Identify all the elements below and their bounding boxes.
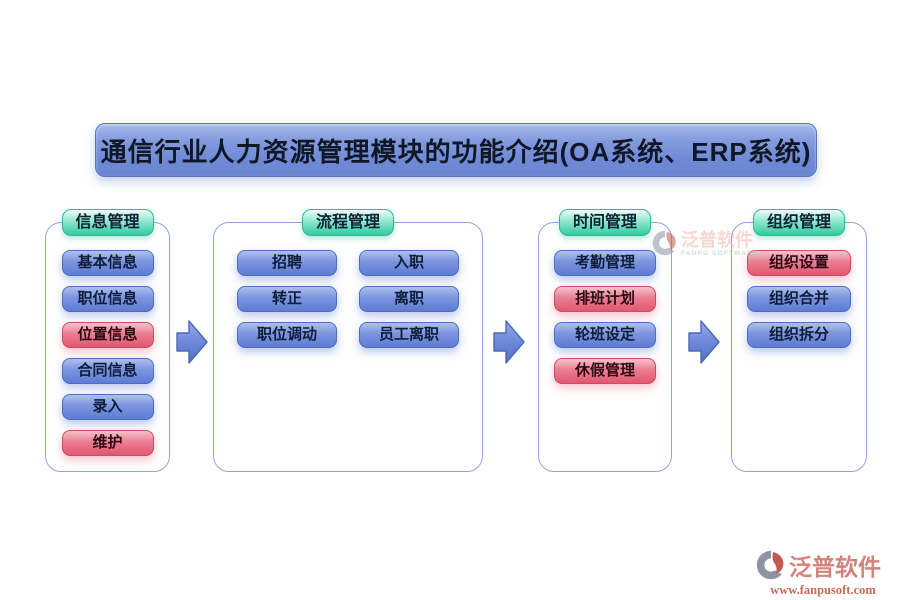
module-pill: 维护 (61, 430, 154, 456)
module-pill: 考勤管理 (554, 250, 656, 276)
watermark-footer: 泛普软件 www.fanpusoft.com (756, 548, 890, 598)
watermark-center: 泛普软件 FANPU SOFTWARE (652, 230, 758, 257)
title-banner: 通信行业人力资源管理模块的功能介绍(OA系统、ERP系统) (95, 123, 817, 177)
panel-items: 组织设置 组织合并 组织拆分 (732, 250, 866, 348)
panel-header-info: 信息管理 (61, 209, 154, 236)
module-pill: 组织合并 (747, 286, 851, 312)
module-pill: 离职 (359, 286, 459, 312)
module-pill: 轮班设定 (554, 322, 656, 348)
watermark-brand-subtext: FANPU SOFTWARE (681, 250, 759, 257)
flow-arrow-icon (493, 320, 525, 364)
footer-brand-text: 泛普软件 (789, 554, 881, 580)
module-pill: 组织设置 (747, 250, 851, 276)
panel-header-process: 流程管理 (301, 209, 395, 236)
panel-items: 招聘 入职 转正 离职 职位调动 员工离职 (214, 250, 482, 348)
fanpu-logo-icon (756, 550, 786, 580)
module-pill: 基本信息 (61, 250, 154, 276)
module-pill: 转正 (237, 286, 337, 312)
module-pill: 员工离职 (359, 322, 459, 348)
panel-info-management: 信息管理 基本信息 职位信息 位置信息 合同信息 录入 维护 (45, 209, 170, 472)
flow-arrow-icon (176, 320, 208, 364)
module-pill: 职位调动 (237, 322, 337, 348)
module-pill: 入职 (359, 250, 459, 276)
module-pill: 职位信息 (61, 286, 154, 312)
watermark-brand-text: 泛普软件 (681, 230, 753, 250)
flow-arrow-icon (688, 320, 720, 364)
module-pill: 位置信息 (61, 322, 154, 348)
panel-organization-management: 组织管理 组织设置 组织合并 组织拆分 (731, 209, 867, 472)
page-title: 通信行业人力资源管理模块的功能介绍(OA系统、ERP系统) (100, 136, 812, 167)
panel-items: 基本信息 职位信息 位置信息 合同信息 录入 维护 (46, 250, 169, 456)
panel-header-time: 时间管理 (558, 209, 652, 236)
module-pill: 休假管理 (554, 358, 656, 384)
footer-website-url: www.fanpusoft.com (770, 583, 876, 597)
panel-process-management: 流程管理 招聘 入职 转正 离职 职位调动 员工离职 (213, 209, 483, 472)
fanpu-logo-icon (652, 230, 678, 256)
panel-time-management: 时间管理 考勤管理 排班计划 轮班设定 休假管理 (538, 209, 672, 472)
module-pill: 录入 (61, 394, 154, 420)
module-pill: 招聘 (237, 250, 337, 276)
module-pill: 排班计划 (554, 286, 656, 312)
panel-items: 考勤管理 排班计划 轮班设定 休假管理 (539, 250, 671, 384)
module-pill: 组织拆分 (747, 322, 851, 348)
module-pill: 合同信息 (61, 358, 154, 384)
panel-header-organization: 组织管理 (752, 209, 846, 236)
